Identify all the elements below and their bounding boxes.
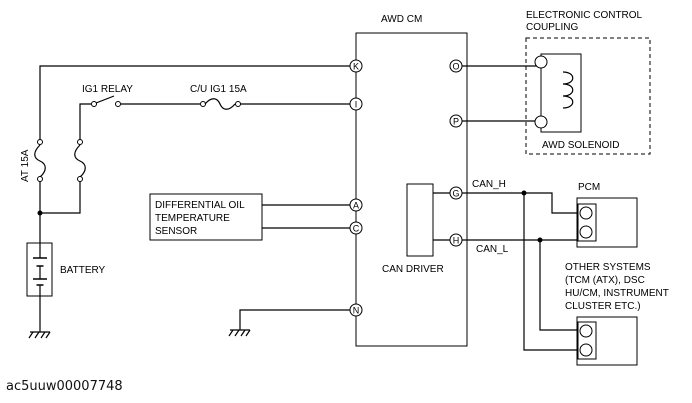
pin-o: O (449, 59, 463, 73)
other-systems-line3: HU/CM, INSTRUMENT (565, 288, 669, 299)
pin-p: P (449, 114, 463, 128)
can-l-drop (539, 240, 578, 331)
cu-fuse-terminal-left (200, 101, 206, 107)
diff-oil-sensor-line3: SENSOR (155, 226, 197, 237)
can-h-line (462, 192, 578, 214)
supply-junction-dot (37, 210, 43, 216)
relay-fuse-terminal-bottom (77, 176, 83, 182)
pin-k: K (349, 59, 363, 73)
can-l-label: CAN_L (476, 244, 509, 255)
relay-fuse-element (74, 144, 86, 178)
cu-fuse-label: C/U IG1 15A (190, 84, 247, 95)
other-systems-line1: OTHER SYSTEMS (565, 262, 651, 273)
cu-fuse-element (204, 98, 236, 110)
pcm-label: PCM (578, 182, 600, 193)
ig1-relay-label: IG1 RELAY (82, 84, 133, 95)
pin-h: H (449, 233, 463, 247)
svg-text:A: A (353, 201, 359, 211)
ig1-relay-blade (95, 95, 115, 104)
svg-text:C: C (353, 224, 360, 234)
can-h-label: CAN_H (472, 179, 506, 190)
can-l-junction-dot (537, 237, 543, 243)
at-fuse-label: AT 15A (20, 149, 31, 182)
can-driver-box (406, 183, 434, 257)
coil-terminal-top (534, 55, 548, 69)
pin-i: I (349, 97, 363, 111)
other-systems-terminal-h (579, 343, 593, 357)
wire-relay-up (79, 103, 91, 140)
ecc-label-line1: ELECTRONIC CONTROL (526, 10, 643, 21)
cu-fuse-terminal-right (235, 101, 241, 107)
coil-terminal-bottom (534, 115, 548, 129)
diff-oil-sensor-line1: DIFFERENTIAL OIL (155, 200, 245, 211)
ig1-relay-contact-right (115, 101, 121, 107)
svg-text:I: I (355, 100, 358, 110)
pin-a: A (349, 198, 363, 212)
pin-n: N (349, 303, 363, 317)
other-systems-line4: CLUSTER ETC.) (565, 301, 641, 312)
can-h-junction-dot (521, 190, 527, 196)
diff-oil-sensor-box (149, 193, 263, 241)
battery-cell-1 (33, 257, 47, 267)
ground-icon (228, 329, 251, 337)
can-driver-label: CAN DRIVER (382, 264, 444, 275)
other-systems-terminal-l (579, 324, 593, 338)
coil-winding-icon (562, 71, 574, 109)
ground-icon (28, 331, 51, 339)
other-systems-line2: (TCM (ATX), DSC (565, 275, 645, 286)
relay-fuse-terminal-top (77, 139, 83, 145)
battery-cell-2 (33, 278, 47, 286)
pcm-terminal-l (579, 225, 593, 239)
svg-text:H: H (453, 236, 460, 246)
awd-cm-label: AWD CM (381, 14, 422, 25)
at-fuse-terminal-bottom (37, 176, 43, 182)
figure-id-caption: ac5uuw00007748 (6, 379, 123, 394)
wire-n-ground (239, 309, 350, 330)
at-fuse-element (34, 144, 46, 178)
diff-oil-sensor-line2: TEMPERATURE (155, 213, 230, 224)
pin-g: G (449, 186, 463, 200)
wire-k-supply (39, 65, 350, 140)
can-h-drop (523, 193, 578, 351)
battery-label: BATTERY (60, 265, 106, 276)
svg-text:G: G (452, 189, 459, 199)
awd-solenoid-label: AWD SOLENOID (542, 140, 619, 151)
ig1-relay-contact-left (91, 101, 97, 107)
ecc-dashed-box (525, 37, 651, 155)
svg-text:N: N (353, 306, 360, 316)
at-fuse-terminal-top (37, 139, 43, 145)
coil-frame (540, 53, 582, 133)
pin-c: C (349, 221, 363, 235)
svg-text:K: K (353, 62, 359, 72)
wire-junction-relay (40, 180, 81, 214)
svg-text:P: P (453, 117, 459, 127)
ecc-label-line2: COUPLING (526, 22, 578, 33)
svg-text:O: O (452, 62, 459, 72)
pcm-terminal-h (579, 206, 593, 220)
